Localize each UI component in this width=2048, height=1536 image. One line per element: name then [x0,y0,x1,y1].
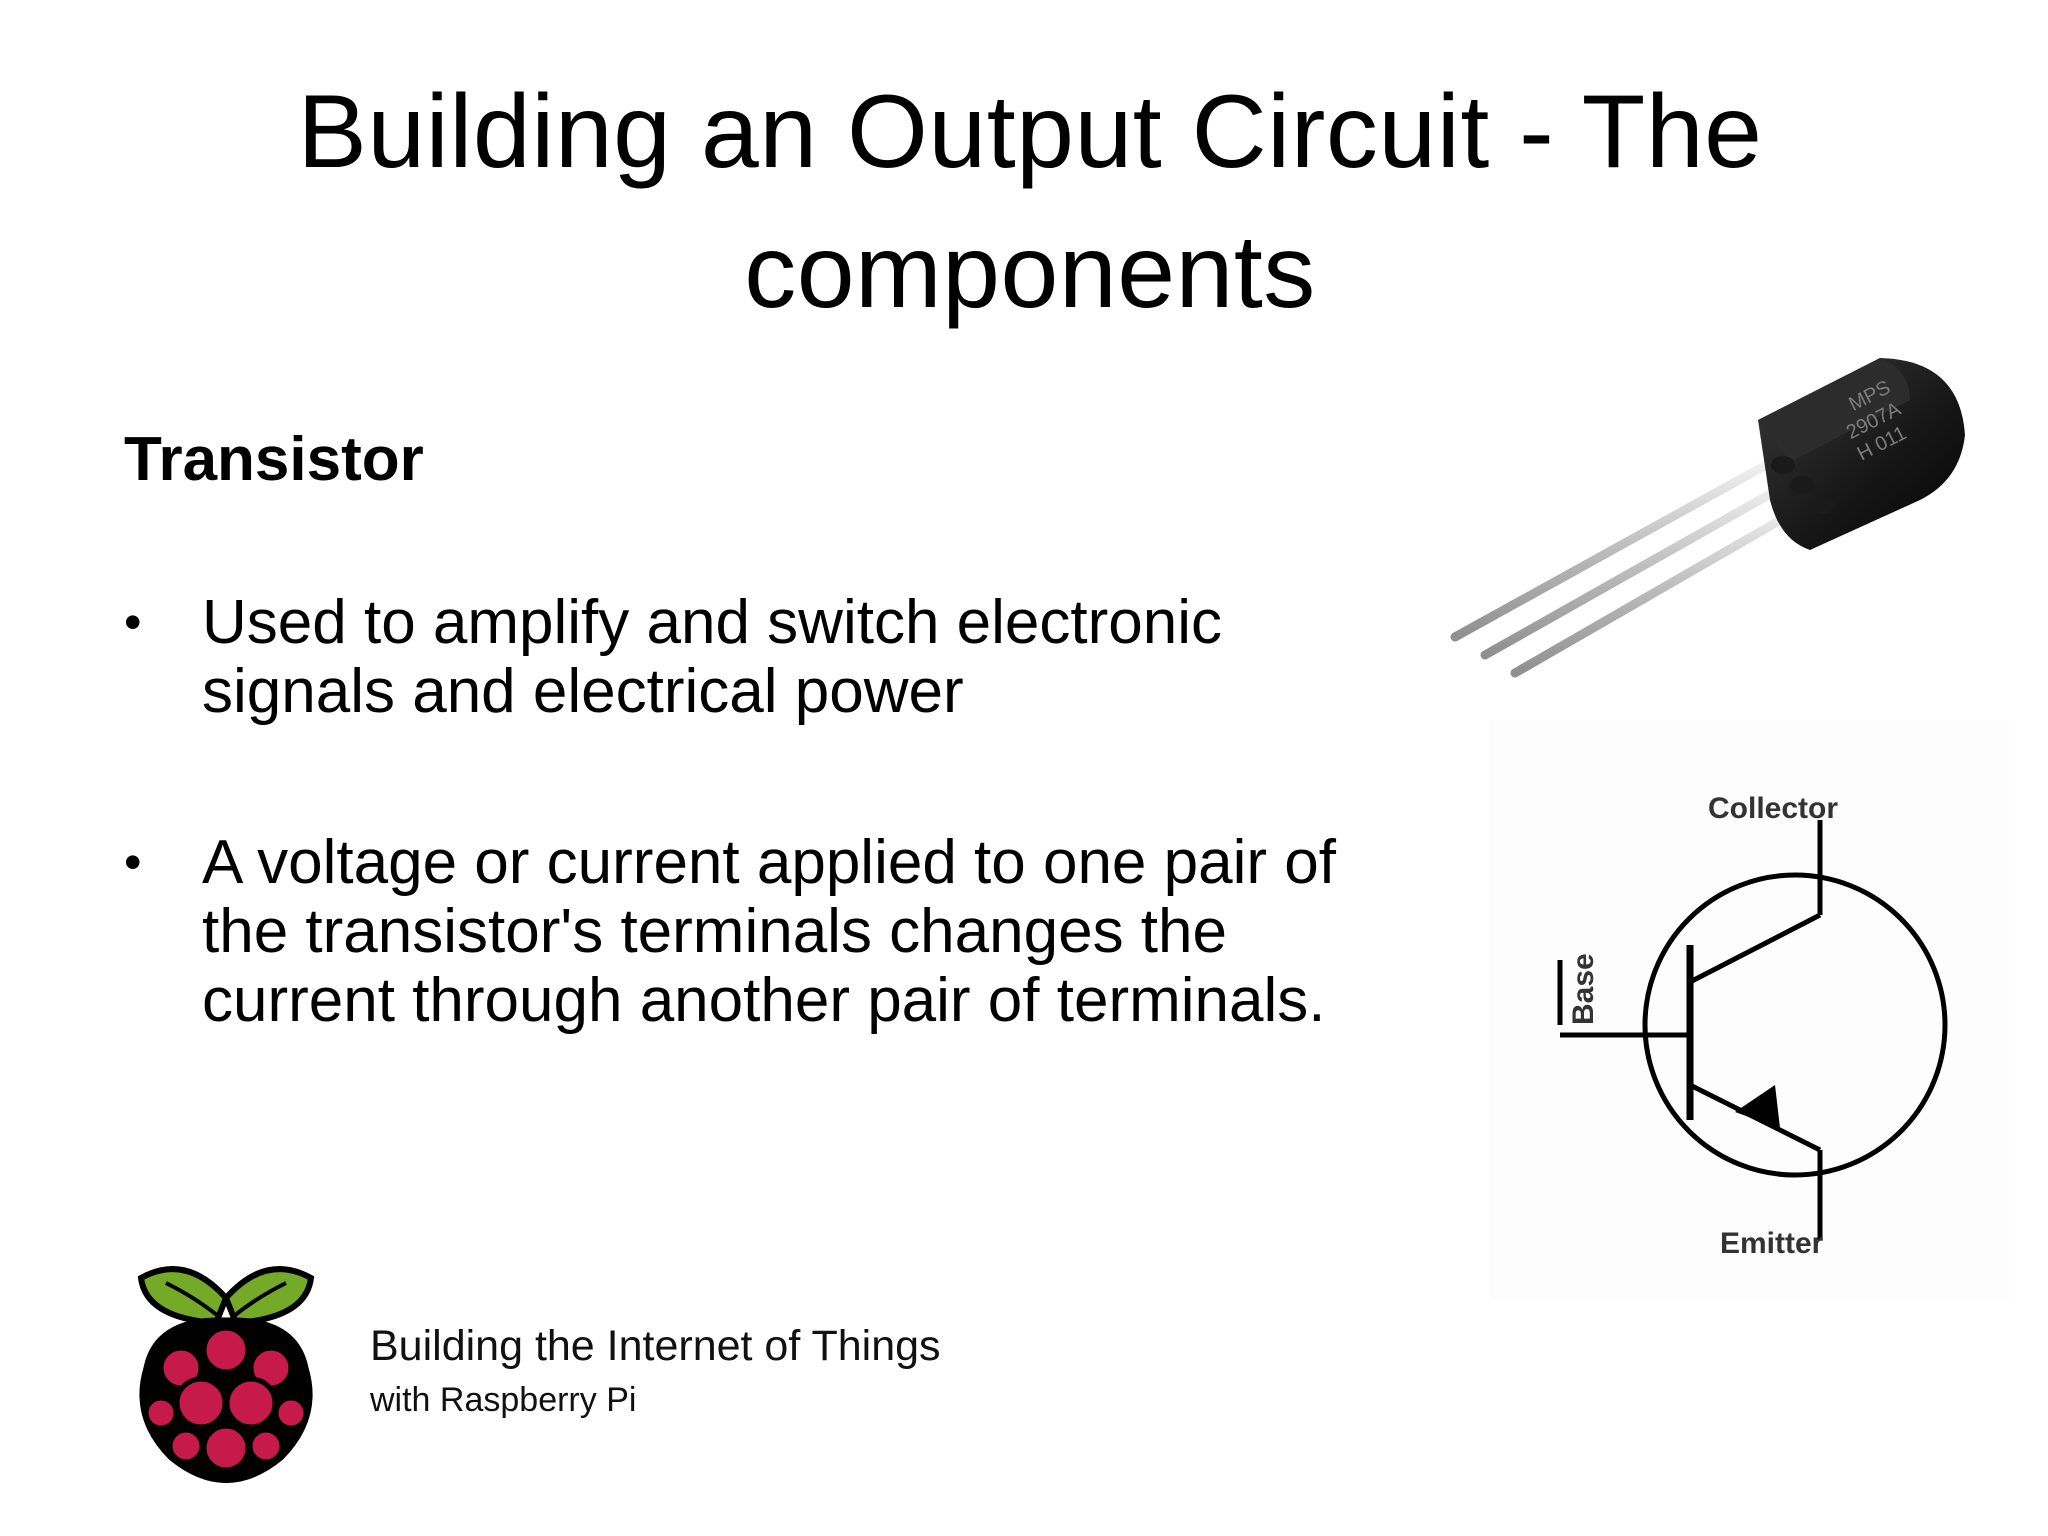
title-line-1: Building an Output Circuit - The [297,74,1763,190]
raspberry-leaves [137,1266,315,1327]
bullet-text-line: current through another pair of terminal… [202,966,1326,1035]
bullet-list: • Used to amplify and switch electronic … [124,588,1464,1137]
bullet-text-line: A voltage or current applied to one pair… [202,828,1336,897]
transistor-leads [1450,455,1820,678]
footer-subtitle: with Raspberry Pi [370,1381,637,1419]
transistor-schematic: Collector Emitter Base [1490,720,2010,1300]
bullet-item: • Used to amplify and switch electronic … [124,588,1464,726]
bullet-item: • A voltage or current applied to one pa… [124,828,1464,1035]
bullet-marker: • [124,594,142,650]
bullet-text-line: the transistor's terminals changes the [202,897,1227,966]
raspberry-berry [139,1317,313,1483]
base-label: Base [1567,953,1600,1025]
emitter-arrow-icon [1735,1085,1780,1128]
emitter-label: Emitter [1720,1227,1824,1260]
bullet-marker: • [124,834,142,890]
raspberry-pi-logo [137,1266,315,1483]
transistor-photo: MPS 2907A H 011 [1450,358,1965,678]
footer-title: Building the Internet of Things [370,1322,941,1370]
bullet-text-line: Used to amplify and switch electronic [202,588,1223,657]
symbol-circle [1642,872,1948,1178]
transistor-body [1758,358,1965,550]
slide-title: Building an Output Circuit - The compone… [180,62,1880,342]
section-heading: Transistor [124,425,424,494]
title-line-2: components [744,214,1316,330]
collector-label: Collector [1708,792,1838,825]
schematic-lines [1557,820,1948,1240]
collector-diagonal [1688,912,1822,985]
bullet-text-line: signals and electrical power [202,657,964,726]
